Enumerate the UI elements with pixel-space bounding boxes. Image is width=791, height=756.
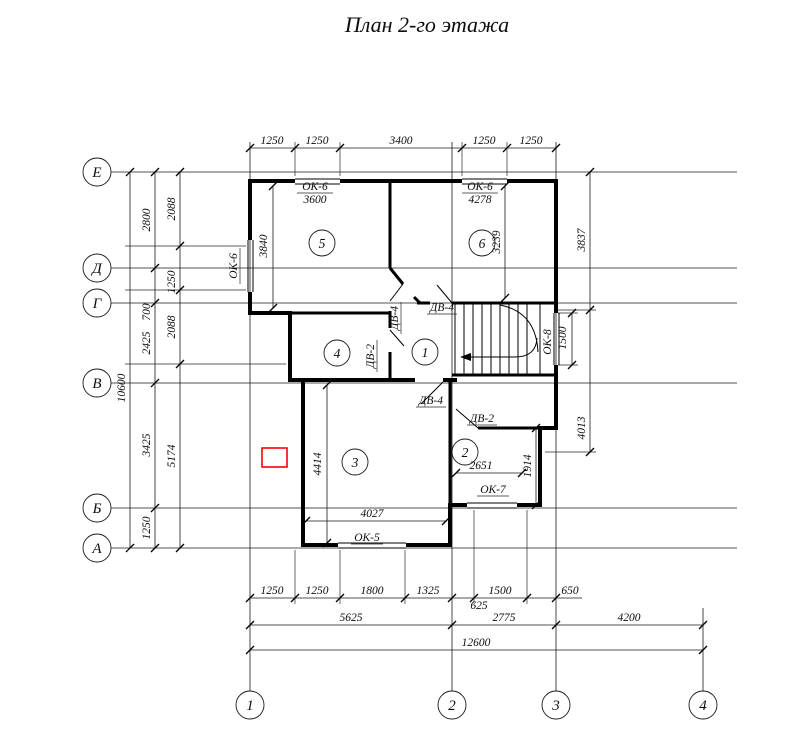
- room-number: 5: [319, 236, 326, 251]
- door-label: ДВ-4: [418, 395, 443, 407]
- axis-grid: [111, 142, 737, 691]
- room-numbers: 5 6 4 1 3 2: [308, 229, 496, 476]
- dimension-label: 1500: [489, 585, 512, 597]
- dimension-label: 12600: [462, 637, 491, 649]
- axis-label: 4: [699, 698, 707, 714]
- dimension-label: 1800: [361, 585, 384, 597]
- exterior-walls: [248, 179, 558, 547]
- dimension-label: 2800: [141, 208, 153, 231]
- dimension-label: 650: [561, 585, 579, 597]
- dimension-label: 1500: [557, 326, 569, 349]
- dimensions-top: 1250 1250 3400 1250 1250: [261, 135, 543, 147]
- dimension-ticks: [125, 143, 708, 655]
- interior-walls: [248, 181, 556, 503]
- dimension-label: 1325: [417, 585, 440, 597]
- axis-label: 2: [448, 698, 456, 714]
- door-symbols: [389, 283, 479, 429]
- window-label: ОК-6: [228, 253, 240, 279]
- door-label: ДВ-2: [365, 344, 377, 369]
- dimension-label: 4027: [361, 508, 385, 520]
- extension-lines: [125, 142, 596, 604]
- room-number: 2: [462, 445, 469, 460]
- window-label: ОК-6: [302, 181, 328, 193]
- axis-label: А: [91, 541, 102, 557]
- window-label: ОК-8: [542, 329, 554, 355]
- room-number: 3: [351, 455, 359, 470]
- axis-label: Г: [92, 296, 103, 312]
- axis-label: 3: [551, 698, 560, 714]
- dimension-label: 4013: [576, 416, 588, 439]
- dimension-label: 2775: [493, 612, 516, 624]
- dimension-label: 3837: [576, 227, 588, 252]
- dimension-label: 1250: [261, 135, 284, 147]
- axis-label: Д: [90, 261, 103, 277]
- dimension-lines: [129, 147, 703, 651]
- window-width-label: 3600: [303, 194, 327, 206]
- dimension-label: 1250: [473, 135, 496, 147]
- dimension-label: 3400: [389, 135, 413, 147]
- dimension-label: 3425: [141, 433, 153, 457]
- window-label: ОК-7: [480, 484, 507, 496]
- dimensions-left: 2800 700 2425 3425 1250 2088 1250 2088 5…: [116, 197, 178, 539]
- dimensions-bottom: 1250 1250 1800 1325 625 1500 650 5625 27…: [261, 585, 641, 649]
- dimension-label: 5174: [166, 444, 178, 467]
- dimension-label: 2651: [470, 460, 493, 472]
- window-label: ОК-5: [354, 532, 380, 544]
- opening-labels: ОК-6 3600 ОК-6 4278 ОК-6 ОК-8 ОК-5 ОК-7 …: [228, 181, 554, 545]
- dimension-label: 2425: [141, 331, 153, 354]
- dimension-label: 3239: [491, 230, 503, 254]
- axis-label: 1: [246, 698, 254, 714]
- dimension-label: 2088: [166, 315, 178, 338]
- dimension-label: 1914: [522, 454, 534, 477]
- dimension-label: 2088: [166, 197, 178, 220]
- door-label: ДВ-4: [429, 302, 454, 314]
- dimension-label: 4200: [618, 612, 641, 624]
- dimension-label: 625: [470, 600, 488, 612]
- room-number: 6: [479, 236, 486, 251]
- window-label: ОК-6: [467, 181, 493, 193]
- dimension-label: 5625: [340, 612, 363, 624]
- page-title: План 2-го этажа: [344, 12, 509, 37]
- dimension-label: 1250: [141, 516, 153, 539]
- dimension-label: 700: [141, 303, 153, 321]
- dimension-label: 3840: [258, 234, 270, 258]
- window-width-label: 4278: [469, 194, 492, 206]
- dimension-label: 10600: [116, 373, 128, 402]
- dimension-label: 1250: [261, 585, 284, 597]
- highlighted-region[interactable]: [261, 447, 288, 468]
- stair-direction-arrow: [460, 353, 471, 361]
- axis-label: Е: [91, 165, 101, 181]
- dimension-label: 1250: [306, 135, 329, 147]
- axis-bubbles-cols: 1 2 3 4: [235, 690, 718, 720]
- axis-bubbles-rows: Е Д Г В Б А: [82, 157, 112, 563]
- room-number: 4: [334, 346, 341, 361]
- door-label: ДВ-4: [389, 306, 401, 331]
- door-label: ДВ-2: [469, 413, 494, 425]
- dimension-label: 1250: [306, 585, 329, 597]
- axis-label: Б: [92, 501, 102, 517]
- dimension-label: 4414: [312, 452, 324, 475]
- dimension-label: 1250: [166, 270, 178, 293]
- dimensions-interior: 3840 3239 4414 4027 2651: [258, 230, 503, 520]
- stairs: [454, 303, 541, 375]
- window-symbols: [247, 178, 560, 549]
- room-number: 1: [422, 345, 429, 360]
- dimension-label: 1250: [520, 135, 543, 147]
- axis-label: В: [92, 376, 101, 392]
- dimensions-right: 3837 4013 1500 1914: [522, 227, 588, 477]
